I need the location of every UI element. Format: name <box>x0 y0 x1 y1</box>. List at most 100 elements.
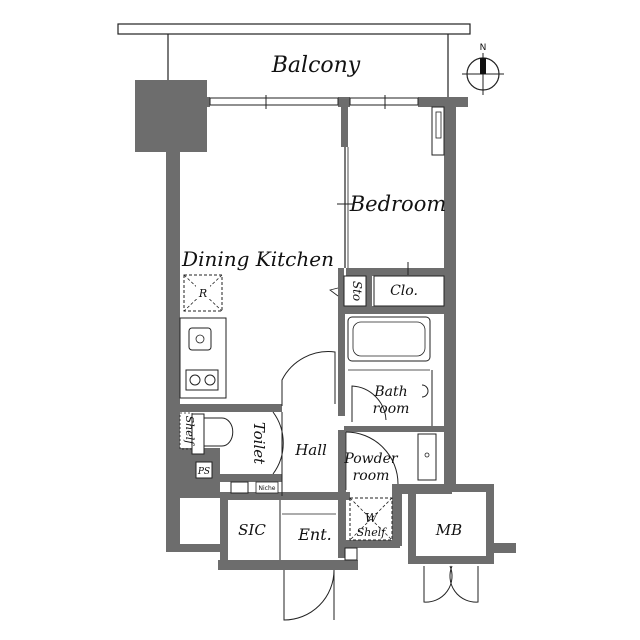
wall-mb-top <box>408 484 494 492</box>
powder-room-door <box>345 431 399 485</box>
compass: N <box>462 43 504 95</box>
window-bedroom <box>349 97 419 106</box>
wall-entrance-bottom <box>218 560 358 570</box>
column-top-left <box>135 80 207 152</box>
wall-bottom <box>166 544 220 552</box>
closet: Clo. <box>373 275 445 307</box>
toilet-door-arc <box>272 411 284 475</box>
wall-mb-stub <box>494 543 516 553</box>
wall-toilet-bottom <box>178 474 282 482</box>
wall-clo-divider <box>366 276 372 308</box>
shelf-label: Shelf <box>183 416 196 447</box>
wall-shelf-right <box>392 484 402 546</box>
shower-head <box>421 384 429 398</box>
wall-mb-left <box>408 490 416 560</box>
wall-entrance-right <box>338 500 346 558</box>
entrance-door-arc <box>283 569 335 621</box>
closet-box <box>373 275 445 307</box>
powder-room-label-2: room <box>353 468 390 484</box>
bath-label-2: room <box>373 401 410 417</box>
stove-burner-left <box>189 374 201 386</box>
bath-label-1: Bath <box>373 384 407 400</box>
mb-label: MB <box>435 521 462 539</box>
closet-label: Clo. <box>390 283 418 299</box>
refrigerator: R <box>183 274 223 312</box>
wall-entrance-top <box>220 492 350 500</box>
entrance-small-box <box>344 547 358 561</box>
balcony-label: Balcony <box>271 53 361 78</box>
w-shelf-label-2: Shelf <box>357 526 388 539</box>
toilet-bowl <box>203 417 234 447</box>
wall-right-upper <box>444 105 456 485</box>
walls <box>135 80 516 570</box>
wall-bath-left <box>338 310 345 416</box>
wall-kitchen-bath <box>338 306 450 314</box>
storage-label: Sto <box>350 281 364 301</box>
wall-hall-right <box>338 430 346 496</box>
storage-door-arc <box>329 287 339 297</box>
w-shelf-box <box>349 497 393 541</box>
wall-toilet-top <box>178 404 282 412</box>
sic: SIC <box>238 521 266 539</box>
wall-bedroom-bottom <box>346 268 446 276</box>
storage-box <box>343 275 367 307</box>
wall-top-middle <box>338 97 350 107</box>
refrigerator-label-bg <box>196 285 210 299</box>
wall-top-right <box>418 97 468 107</box>
wall-shelf-bottom <box>342 540 400 548</box>
compass-north-label: N <box>480 43 487 53</box>
wall-storage-left <box>338 268 344 308</box>
entrance: Ent. <box>279 500 358 621</box>
wall-mb-right <box>486 486 494 560</box>
powder-room: Powder room <box>343 431 437 490</box>
powder-room-label-1: Powder <box>343 451 399 467</box>
wall-sic-left <box>220 498 228 568</box>
hall-label: Hall <box>294 441 327 459</box>
hall-door-arc <box>281 351 336 406</box>
windows <box>209 95 445 156</box>
bathtub-inner <box>352 321 426 357</box>
ps-label: PS <box>197 467 210 477</box>
ps-rect <box>195 461 213 479</box>
stove-burner-right <box>204 374 216 386</box>
compass-needle <box>480 58 486 74</box>
ps-box: PS <box>195 461 213 479</box>
niche-box <box>255 481 279 494</box>
niche: Niche <box>255 481 279 494</box>
mb-door-right <box>449 565 479 603</box>
wall-mb-bottom <box>408 556 494 564</box>
dining-kitchen-label: Dining Kitchen <box>181 247 334 271</box>
hall: Hall <box>281 351 336 496</box>
refrigerator-label: R <box>198 287 207 300</box>
sic-label: SIC <box>238 521 266 539</box>
wall-bath-bottom <box>344 426 448 432</box>
wall-top-left <box>205 97 210 107</box>
wall-bedroom-left <box>341 107 348 147</box>
mb-door-left <box>423 565 453 603</box>
wall-left <box>166 150 180 550</box>
w-shelf-label-1: W <box>365 511 379 525</box>
toilet-label: Toilet <box>250 422 268 465</box>
niche-small-box <box>230 481 249 494</box>
toilet-room: Toilet Shelf <box>179 411 284 475</box>
stove <box>185 369 219 391</box>
sink-drain <box>195 334 205 344</box>
shelf-marker <box>179 412 193 450</box>
washbasin-drain <box>424 452 430 458</box>
bathroom: Bath room <box>347 316 433 426</box>
bath-door-arc <box>351 385 387 422</box>
bedroom-door <box>337 147 353 268</box>
window-right-column-inner <box>435 111 442 139</box>
w-shelf: W Shelf <box>349 497 393 541</box>
balcony-railing <box>117 23 471 35</box>
window-dining <box>209 97 339 106</box>
mb: MB <box>423 521 479 603</box>
balcony: Balcony <box>117 23 471 97</box>
entrance-label: Ent. <box>297 525 332 544</box>
storage: Sto <box>329 275 367 307</box>
bedroom-label: Bedroom <box>349 192 447 216</box>
kitchen-counter <box>179 317 227 399</box>
sink <box>188 327 212 351</box>
niche-label: Niche <box>259 485 276 492</box>
